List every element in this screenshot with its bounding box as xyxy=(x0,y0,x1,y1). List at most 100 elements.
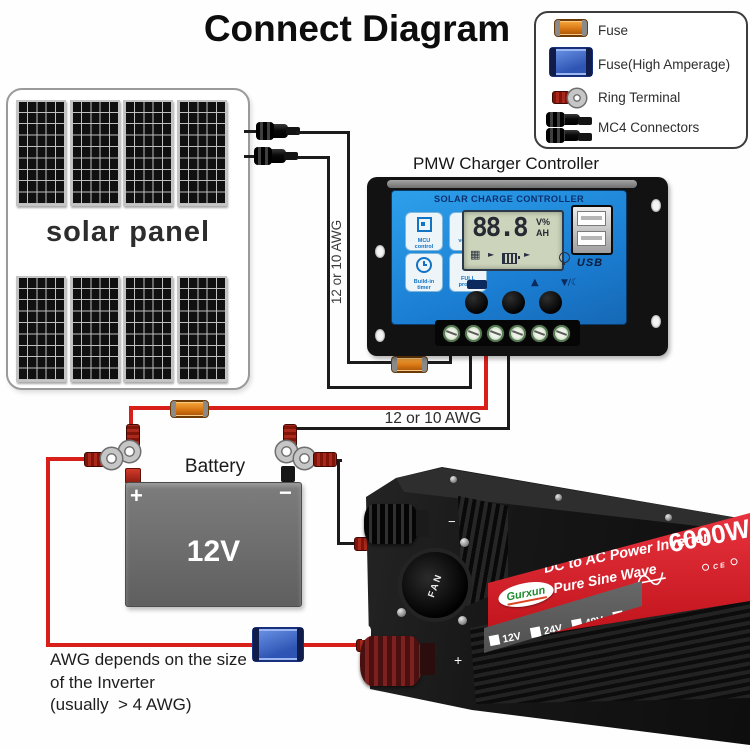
legend-label: MC4 Connectors xyxy=(598,120,700,136)
positive-terminal-collar xyxy=(420,643,435,675)
checkbox-icon xyxy=(529,626,542,639)
awg-note-line: (usually > 4 AWG) xyxy=(50,695,192,715)
controller-label: PMW Charger Controller xyxy=(412,154,600,173)
ring-terminal xyxy=(101,448,122,469)
solar-wire-positive xyxy=(449,352,452,364)
battery-inverter-positive-wire xyxy=(46,643,364,647)
solar-wire-negative xyxy=(298,156,330,159)
mounting-hole xyxy=(651,315,661,328)
solar-wire xyxy=(244,155,256,158)
cooling-fan: FAN xyxy=(398,548,472,622)
menu-button xyxy=(465,291,488,314)
brand-name: Gurxun xyxy=(505,583,547,606)
checkbox-icon xyxy=(488,634,501,647)
positive-terminal-knob xyxy=(360,636,422,686)
battery-inverter-negative-wire xyxy=(337,542,359,545)
screw xyxy=(460,538,469,547)
positive-terminal-sign: + xyxy=(454,652,463,668)
inverter-plate-notch xyxy=(362,625,371,640)
mc4-connectors-icon xyxy=(546,111,592,127)
ring-terminal-icon xyxy=(568,89,586,108)
battery-inverter-positive-wire xyxy=(46,457,90,461)
screw-terminal xyxy=(508,324,527,343)
solar-panel-module xyxy=(177,100,227,206)
screw xyxy=(555,494,562,501)
page-title: Connect Diagram xyxy=(203,8,511,49)
controller-battery-negative-wire xyxy=(507,352,510,430)
mc4-connectors-icon xyxy=(546,127,592,143)
controller-face: SOLAR CHARGE CONTROLLER MCU control ⚙ SE… xyxy=(391,190,627,325)
screw-terminal xyxy=(486,324,505,343)
solar-panel-module xyxy=(123,100,173,206)
legend-label: Ring Terminal xyxy=(598,89,681,105)
controller-battery-positive-wire xyxy=(129,406,488,410)
mc4-connector xyxy=(254,147,298,165)
solar-panel-module xyxy=(177,276,227,382)
screw-terminal xyxy=(530,324,549,343)
cert-dot xyxy=(729,557,738,566)
negative-terminal-collar xyxy=(416,510,429,537)
chip-icon xyxy=(416,217,432,232)
cert-dot xyxy=(701,563,710,572)
fuse xyxy=(170,400,209,418)
solar-wire-negative xyxy=(469,352,472,389)
controller-battery-negative-wire xyxy=(288,427,510,430)
battery-positive-sign: + xyxy=(130,483,143,508)
screw xyxy=(450,476,457,483)
inverter: Gurxun DC to AC Power Inverter Pure Sine… xyxy=(350,458,750,750)
negative-terminal-sign: − xyxy=(448,514,456,529)
screw-terminal xyxy=(442,324,461,343)
clock-icon xyxy=(416,257,432,273)
down-button xyxy=(539,291,562,314)
negative-terminal-knob xyxy=(364,504,418,544)
screw xyxy=(458,616,467,625)
usb-port xyxy=(577,211,606,226)
lcd-unit-bottom: AH xyxy=(536,228,549,238)
battery-inverter-positive-wire xyxy=(46,457,50,647)
feature-built-in-timer: Build-in timer xyxy=(405,253,443,292)
awg-label-battery: 12 or 10 AWG xyxy=(384,410,482,427)
screw-terminal xyxy=(552,324,571,343)
lcd-bulb-icon xyxy=(559,252,571,266)
mc4-connector xyxy=(256,122,300,140)
ring-terminal xyxy=(276,441,297,462)
solar-panel-module xyxy=(123,276,173,382)
controller-header: SOLAR CHARGE CONTROLLER xyxy=(433,194,585,204)
legend-item-fuse-high: Fuse(High Amperage) xyxy=(544,46,740,82)
fuse-high-amperage-icon xyxy=(549,46,593,77)
screw xyxy=(397,608,406,617)
solar-panel-module xyxy=(16,100,66,206)
solar-wire-negative xyxy=(327,386,472,389)
lcd-arrow-icon: ► xyxy=(488,250,495,259)
legend-label: Fuse(High Amperage) xyxy=(598,56,731,72)
screw xyxy=(665,514,672,521)
down-night-indicator: ▼/☾ xyxy=(561,278,580,288)
legend-item-fuse: Fuse xyxy=(544,19,740,42)
battery-negative-sign: − xyxy=(279,480,292,505)
solar-wire-negative xyxy=(327,156,330,389)
awg-note-line: AWG depends on the size xyxy=(50,650,247,669)
screw-terminal xyxy=(464,324,483,343)
controller-top-strip xyxy=(387,180,637,188)
ring-terminal xyxy=(119,441,140,462)
mounting-hole xyxy=(375,245,385,258)
battery: 12V xyxy=(125,482,302,607)
usb-port xyxy=(577,231,606,246)
solar-wire-positive xyxy=(296,131,350,134)
lcd-panel-icon: ▦ xyxy=(470,248,481,261)
usb-ports xyxy=(571,205,613,255)
controller-battery-positive-wire xyxy=(484,352,488,410)
brand-logo: Gurxun xyxy=(496,577,556,612)
lcd-value: 88.8 xyxy=(472,213,529,243)
ring-terminal-sleeve xyxy=(313,452,337,467)
solar-panel-module xyxy=(70,100,120,206)
lcd-unit-top: V% xyxy=(536,217,551,227)
fan-label: FAN xyxy=(425,571,445,599)
lcd-battery-icon xyxy=(502,253,520,265)
legend-item-mc4: MC4 Connectors xyxy=(544,111,740,143)
feature-mcu-control: MCU control xyxy=(405,212,443,251)
awg-label-solar: 12 or 10 AWG xyxy=(329,219,344,305)
battery-inverter-negative-wire xyxy=(337,459,340,545)
charge-indicator-badge xyxy=(467,280,487,289)
